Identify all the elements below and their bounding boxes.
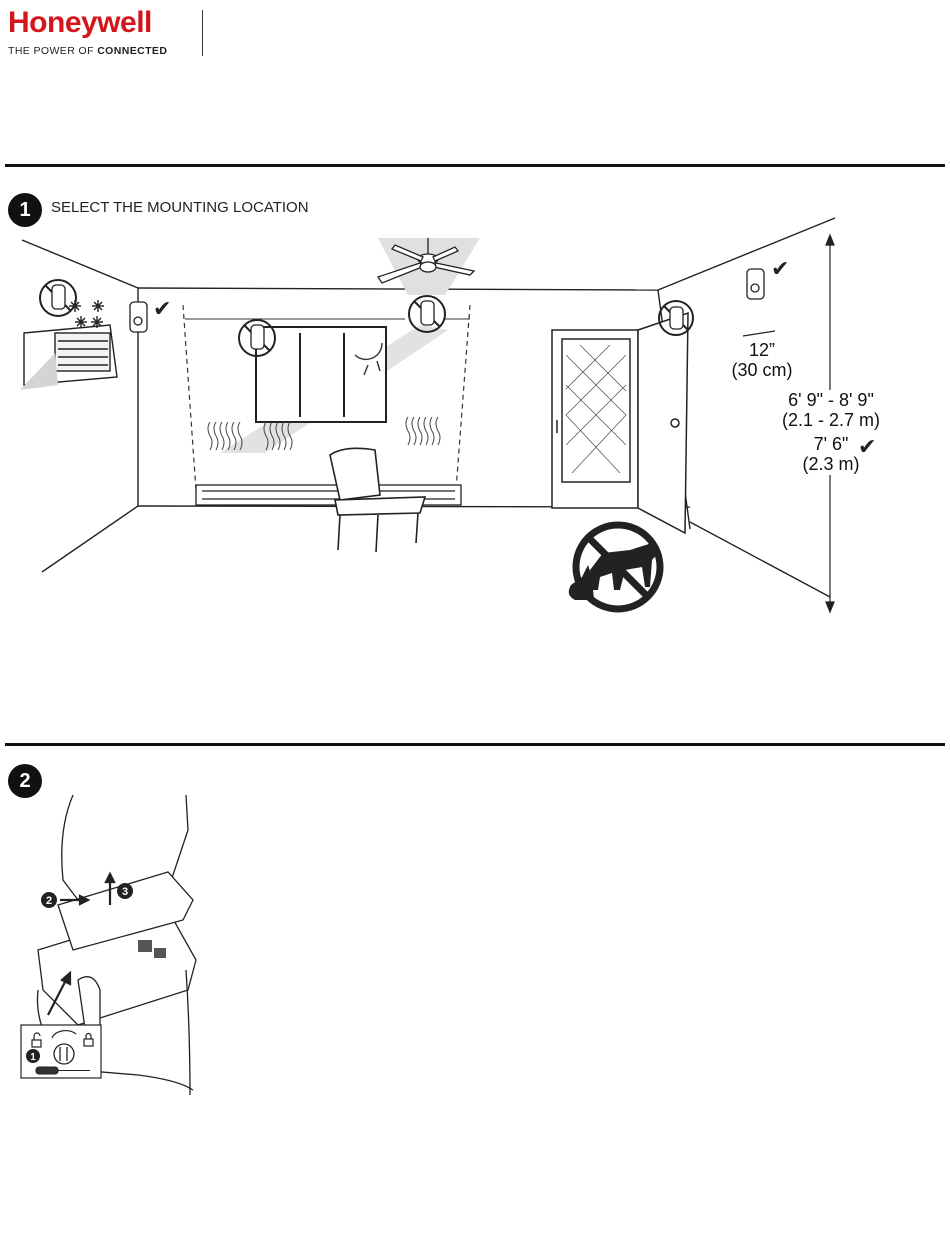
callout-2: 2	[46, 895, 52, 907]
height-range-measure: 6' 9" - 8' 9" (2.1 - 2.7 m)	[770, 390, 892, 430]
check-icon: ✔	[771, 256, 789, 282]
header-divider	[202, 10, 203, 56]
height-range-line-2: (2.1 - 2.7 m)	[770, 410, 892, 430]
no-pets-icon	[569, 525, 660, 609]
section-rule-2	[5, 743, 945, 746]
brand-logo: Honeywell	[8, 6, 152, 40]
recommended-line-2: (2.3 m)	[792, 454, 870, 474]
callout-3: 3	[122, 886, 128, 898]
height-range-line-1: 6' 9" - 8' 9"	[770, 390, 892, 410]
check-icon: ✔	[153, 296, 171, 322]
tagline-bold: CONNECTED	[97, 45, 167, 57]
step-1-title: SELECT THE MOUNTING LOCATION	[51, 199, 309, 216]
section-rule-1	[5, 164, 945, 167]
cover-removal-illustration: 2 3 1	[18, 790, 198, 1100]
offset-line-1: 12”	[722, 340, 802, 360]
recommended-line-1: 7' 6"	[792, 434, 870, 454]
offset-measure: 12” (30 cm)	[722, 340, 802, 380]
callout-1: 1	[30, 1052, 36, 1063]
brand-tagline: THE POWER OF CONNECTED	[8, 45, 167, 57]
offset-line-2: (30 cm)	[722, 360, 802, 380]
recommended-height: 7' 6" (2.3 m)	[792, 434, 870, 474]
tagline-prefix: THE POWER OF	[8, 45, 97, 57]
